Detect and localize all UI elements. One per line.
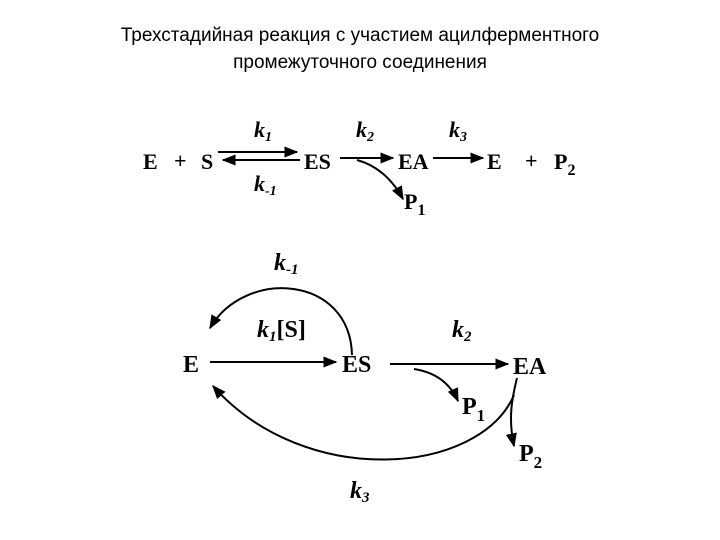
es-complex-label-cyclic: ES — [342, 352, 371, 378]
ea-intermediate-label: EA — [398, 149, 429, 174]
k-minus1-label-cyclic: k-1 — [274, 250, 299, 278]
k2-label-cyclic: k2 — [452, 317, 472, 345]
p2-release-arrow-cyclic — [505, 377, 518, 448]
k1-label: k1 — [254, 117, 272, 145]
substrate-label: S — [201, 149, 213, 174]
es-complex-label: ES — [304, 149, 331, 174]
enzyme-label-cyclic: E — [183, 352, 199, 378]
k3-label: k3 — [449, 117, 467, 145]
reverse-arc-arrow — [209, 287, 353, 356]
p2-label-cyclic: P2 — [519, 441, 542, 472]
plus-sign: + — [174, 148, 187, 173]
plus-sign-2: + — [525, 148, 538, 173]
page-title: Трехстадийная реакция с участием ацилфер… — [0, 22, 720, 76]
p1-label: P1 — [404, 189, 425, 219]
p1-release-arrow — [356, 159, 404, 201]
regeneration-arc-arrow — [212, 384, 515, 461]
k-minus1-label: k-1 — [254, 171, 277, 199]
enzyme-label: E — [143, 149, 158, 174]
k1-s-label: k1[S] — [257, 317, 306, 345]
k3-label-cyclic: k3 — [350, 478, 370, 506]
title-line-2: промежуточного соединения — [233, 52, 487, 73]
scheme-linear: E + S k1 k-1 ES k2 EA k3 E + P2 P1 — [143, 117, 575, 219]
k2-label: k2 — [356, 117, 374, 145]
free-enzyme-label: E — [487, 149, 502, 174]
scheme-cyclic: k-1 k1[S] E ES k2 EA P1 P2 k3 — [183, 250, 547, 506]
p1-label-cyclic: P1 — [462, 394, 485, 425]
title-line-1: Трехстадийная реакция с участием ацилфер… — [120, 25, 600, 46]
p2-label: P2 — [554, 149, 575, 179]
p1-release-arrow-cyclic — [413, 368, 459, 403]
ea-intermediate-label-cyclic: EA — [513, 354, 547, 380]
